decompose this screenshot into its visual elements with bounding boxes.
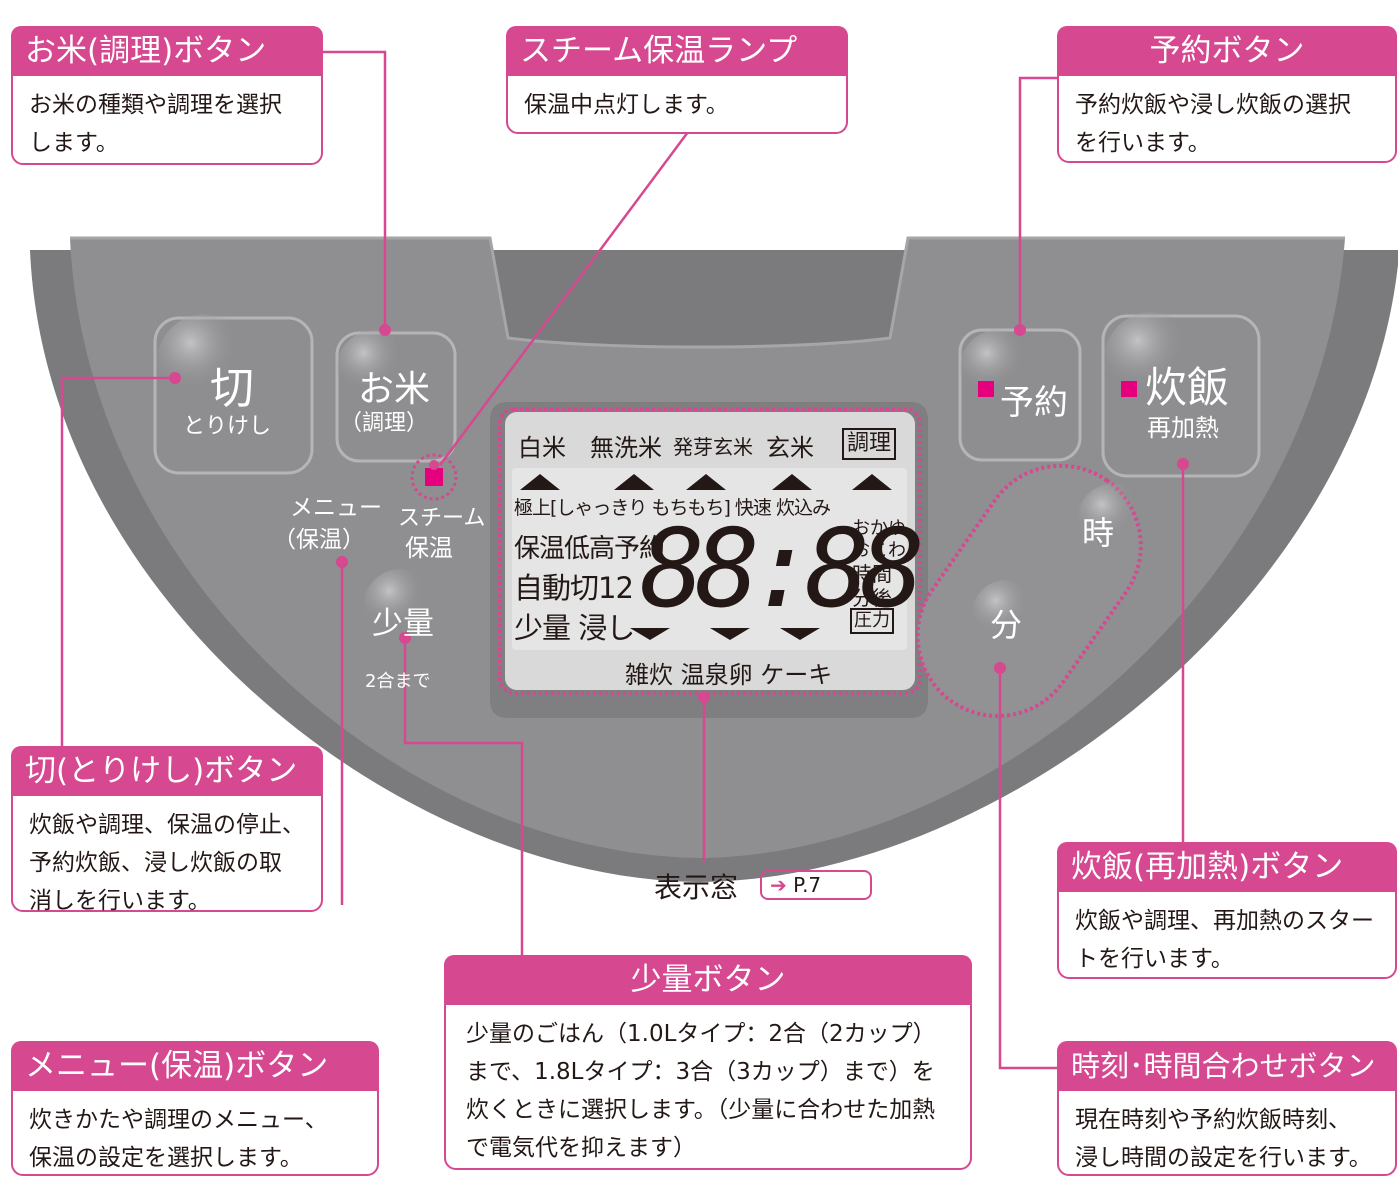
callout-title: お米(調理)ボタン [11,26,323,76]
callout-body: 炊きかたや調理のメニュー、 保温の設定を選択します。 [29,1101,365,1177]
suihan-label: 炊飯 [1145,363,1230,412]
callout-title: スチーム保温ランプ [506,26,848,76]
page-ref-badge[interactable]: ➔ P.7 [760,870,872,900]
steam-label: スチーム [398,506,486,531]
callout-line: お米の種類や調理を選択 [29,92,282,118]
callout-title: 炊飯(再加熱)ボタン [1057,842,1397,892]
display-window-label: 表示窓 [654,871,739,904]
okome-label: お米 [358,369,431,410]
lcd-left-row-3: 少量 浸し [514,611,635,645]
kiri-sub-label: とりけし [183,414,272,439]
steam-lamp [425,468,443,486]
callout-steam: スチーム保温ランプ 保温中点灯します。 [506,26,848,134]
callout-line: 予約炊飯、浸し炊飯の取 [29,850,282,876]
callout-line: 保温中点灯します。 [524,92,729,118]
callout-title: 少量ボタン [444,955,972,1005]
lcd-right-jikan: 時間 [852,562,892,586]
lcd-right-fungo: 分後 [852,586,892,610]
callout-suihan: 炊飯(再加熱)ボタン 炊飯や調理、再加熱のスター トを行います。 [1057,842,1397,979]
callout-body: お米の種類や調理を選択 します。 [29,86,309,162]
callout-line: 少量のごはん（1.0Lタイプ：2合（2カップ） [466,1021,936,1047]
callout-line: で電気代を抑えます） [466,1135,696,1161]
shoryo-label: 少量 [372,606,434,642]
lcd-right-okowa: おこわ [852,540,906,561]
callout-title: メニュー(保温)ボタン [11,1041,379,1091]
callout-menu: メニュー(保温)ボタン 炊きかたや調理のメニュー、 保温の設定を選択します。 [11,1041,379,1176]
lcd-menu-musenmai: 無洗米 [590,434,662,462]
lcd-menu-genmai: 玄米 [766,434,814,462]
kiri-label: 切 [210,363,254,414]
lcd-menu-hakumai: 白米 [518,434,566,462]
callout-body: 炊飯や調理、保温の停止、 予約炊飯、浸し炊飯の取 消しを行います。 [29,806,309,920]
suihan-lamp [1121,381,1137,397]
callout-line: 炊きかたや調理のメニュー、 [29,1107,328,1133]
ji-button-label[interactable]: 時 [1082,514,1115,552]
callout-line: 保温の設定を選択します。 [29,1145,303,1171]
lcd-highlight [498,407,922,695]
arrow-right-icon: ➔ [770,873,787,897]
callout-body: 少量のごはん（1.0Lタイプ：2合（2カップ） まで、1.8Lタイプ：3合（3カ… [466,1015,958,1167]
callout-yoyaku: 予約ボタン 予約炊飯や浸し炊飯の選択 を行います。 [1057,26,1397,163]
okome-sub-label: （調理） [340,411,429,436]
callout-body: 炊飯や調理、再加熱のスター トを行います。 [1075,902,1383,978]
yoyaku-label: 予約 [1000,383,1068,423]
callout-line: します。 [29,130,119,156]
callout-body: 予約炊飯や浸し炊飯の選択 を行います。 [1075,86,1383,162]
steam-sub-label: 保温 [405,534,453,562]
shoryo-sub-label: 2合まで [365,671,431,692]
callout-body: 保温中点灯します。 [524,86,834,124]
callout-line: を行います。 [1075,130,1211,156]
lcd-menu-hatsuga: 発芽玄米 [673,435,753,459]
callout-title: 時刻･時間合わせボタン [1057,1041,1397,1091]
suihan-sub-label: 再加熱 [1147,414,1219,442]
fun-button-label[interactable]: 分 [990,606,1023,644]
callout-line: まで、1.8Lタイプ：3合（3カップ）まで）を [466,1059,935,1085]
callout-body: 現在時刻や予約炊飯時刻、 浸し時間の設定を行います。 [1075,1101,1383,1177]
callout-shoryo: 少量ボタン 少量のごはん（1.0Lタイプ：2合（2カップ） まで、1.8Lタイプ… [444,955,972,1170]
callout-title: 切(とりけし)ボタン [11,746,323,796]
lcd-right-atsuryoku: 圧力 [850,608,894,634]
lcd-menu-chori: 調理 [842,428,897,460]
lcd-left-row-2: 自動切12 [514,571,634,605]
callout-line: 現在時刻や予約炊飯時刻、 [1075,1107,1351,1133]
lcd-mode-row: 極上[しゃっきり もちもち] 快速 炊込み [514,497,831,519]
menu-sub-label: （保温） [273,527,365,553]
callout-kiri: 切(とりけし)ボタン 炊飯や調理、保温の停止、 予約炊飯、浸し炊飯の取 消しを行… [11,746,323,914]
lcd-right-okayu: おかゆ [852,518,906,539]
callout-line: 炊飯や調理、再加熱のスター [1075,908,1374,934]
callout-line: 予約炊飯や浸し炊飯の選択 [1075,92,1351,118]
page-ref-text: P.7 [793,873,822,897]
yoyaku-lamp [978,381,994,397]
lcd-bottom-row: 雑炊 温泉卵 ケーキ [625,661,833,689]
callout-line: 炊くときに選択します。（少量に合わせた加熱 [466,1097,936,1123]
callout-line: 消しを行います。 [29,888,211,914]
callout-line: 炊飯や調理、保温の停止、 [29,812,305,838]
menu-label: メニュー [290,495,382,521]
callout-title: 予約ボタン [1057,26,1397,76]
callout-line: 浸し時間の設定を行います。 [1075,1145,1372,1171]
callout-okome: お米(調理)ボタン お米の種類や調理を選択 します。 [11,26,323,165]
lcd-left-row-1: 保温低高予約 [514,534,665,564]
shoryo-button[interactable] [364,569,436,641]
callout-jikoku: 時刻･時間合わせボタン 現在時刻や予約炊飯時刻、 浸し時間の設定を行います。 [1057,1041,1397,1176]
callout-line: トを行います。 [1075,946,1234,972]
